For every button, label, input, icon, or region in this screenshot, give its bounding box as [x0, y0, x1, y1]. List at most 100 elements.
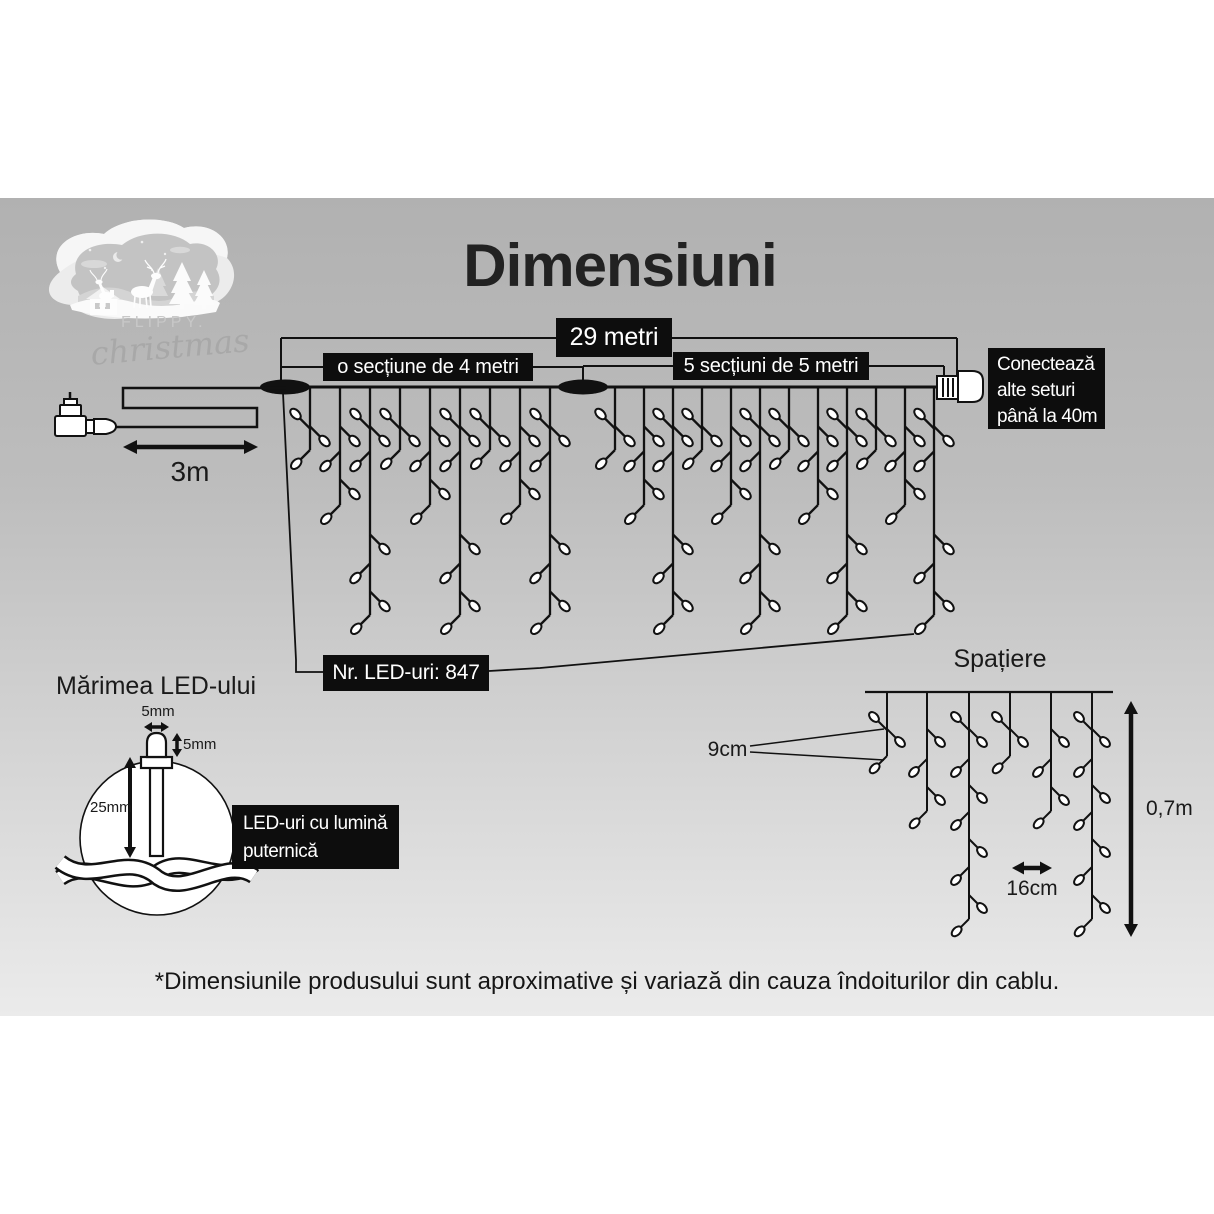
line	[836, 450, 848, 463]
light-strand	[855, 387, 897, 471]
led-bulb	[913, 487, 926, 501]
led-bulb	[378, 434, 391, 448]
led-bulb	[908, 817, 921, 830]
line	[788, 425, 800, 438]
line	[300, 449, 311, 460]
led-bulb	[652, 487, 665, 501]
line	[959, 866, 970, 877]
led-bulb	[652, 459, 665, 473]
line	[749, 417, 761, 430]
led-bulb	[409, 512, 423, 526]
led-bulb	[976, 846, 988, 858]
line	[449, 450, 461, 463]
line	[369, 425, 381, 438]
led-bulb	[976, 902, 988, 914]
led-bulb	[439, 571, 452, 585]
arrowhead	[144, 722, 152, 732]
line	[968, 728, 979, 739]
led-bulb	[349, 407, 362, 421]
led-bulb	[768, 407, 781, 421]
led-bulb	[529, 407, 542, 421]
line	[866, 449, 877, 460]
line	[1082, 758, 1093, 769]
led-bulb	[884, 459, 897, 473]
line	[1091, 838, 1102, 849]
led-bulb	[1073, 819, 1085, 831]
led-bulb	[1032, 817, 1045, 830]
led-bulb	[1017, 736, 1029, 748]
line	[817, 425, 829, 438]
led-bulb	[469, 407, 482, 421]
line	[759, 590, 771, 603]
page-title: Dimensiuni	[463, 232, 777, 299]
line	[778, 417, 790, 430]
led-bulb	[739, 434, 752, 448]
line	[429, 478, 441, 491]
led-bulb	[913, 434, 926, 448]
led-bulb	[797, 459, 810, 473]
line	[923, 450, 935, 463]
line	[933, 533, 945, 546]
line	[846, 425, 858, 438]
lead-arrow	[123, 440, 258, 454]
light-strand	[379, 387, 421, 471]
line	[662, 417, 674, 430]
spacing-figure	[749, 690, 1138, 938]
line	[662, 450, 674, 463]
line	[846, 533, 858, 546]
light-strand	[950, 692, 988, 938]
led-height-label: 5mm	[183, 736, 217, 753]
led-bulb	[950, 874, 962, 886]
line	[1091, 784, 1102, 795]
line	[389, 417, 401, 430]
main-wire	[260, 379, 937, 395]
led-bulb	[1073, 766, 1085, 778]
arrowhead	[172, 733, 182, 741]
line	[339, 425, 351, 438]
led-bulb	[894, 736, 906, 748]
led-bulb	[855, 457, 869, 471]
logo-deer-large	[131, 258, 167, 309]
line	[926, 786, 937, 797]
line	[359, 450, 371, 463]
horizontal-gap-label: 16cm	[1006, 877, 1058, 900]
light-strand	[499, 387, 541, 526]
led-bulb	[468, 599, 481, 613]
lead-length-label: 3m	[170, 456, 210, 487]
arrowhead	[124, 757, 136, 768]
led-bulb	[528, 434, 541, 448]
line	[918, 810, 928, 820]
line	[519, 478, 531, 491]
light-strand	[884, 387, 926, 526]
line	[634, 504, 645, 515]
led-bulb	[623, 512, 637, 526]
led-bulb	[652, 407, 665, 421]
led-bulb	[991, 711, 1003, 723]
line	[817, 478, 829, 491]
led-bulb	[623, 459, 636, 473]
led-bulb	[950, 819, 962, 831]
led-bulb	[558, 599, 571, 613]
light-strand	[529, 387, 571, 636]
light-strand	[652, 387, 694, 636]
line	[479, 417, 491, 430]
line	[968, 784, 979, 795]
line	[1041, 758, 1052, 769]
led-bulb	[826, 434, 839, 448]
total-length-label: 29 metri	[556, 318, 672, 357]
line	[519, 425, 531, 438]
line	[968, 838, 979, 849]
led-bulb	[469, 457, 483, 471]
led-bulb	[826, 407, 839, 421]
line	[917, 758, 928, 769]
light-strand	[623, 387, 665, 526]
led-bulb	[378, 542, 391, 556]
twisted-cable	[54, 854, 260, 892]
light-strand	[768, 387, 810, 471]
line	[1009, 728, 1020, 739]
led-bulb	[528, 487, 541, 501]
arrowhead	[124, 847, 136, 858]
arrowhead	[1124, 701, 1138, 714]
disclaimer: *Dimensiunile produsului sunt aproximati…	[154, 968, 1060, 995]
